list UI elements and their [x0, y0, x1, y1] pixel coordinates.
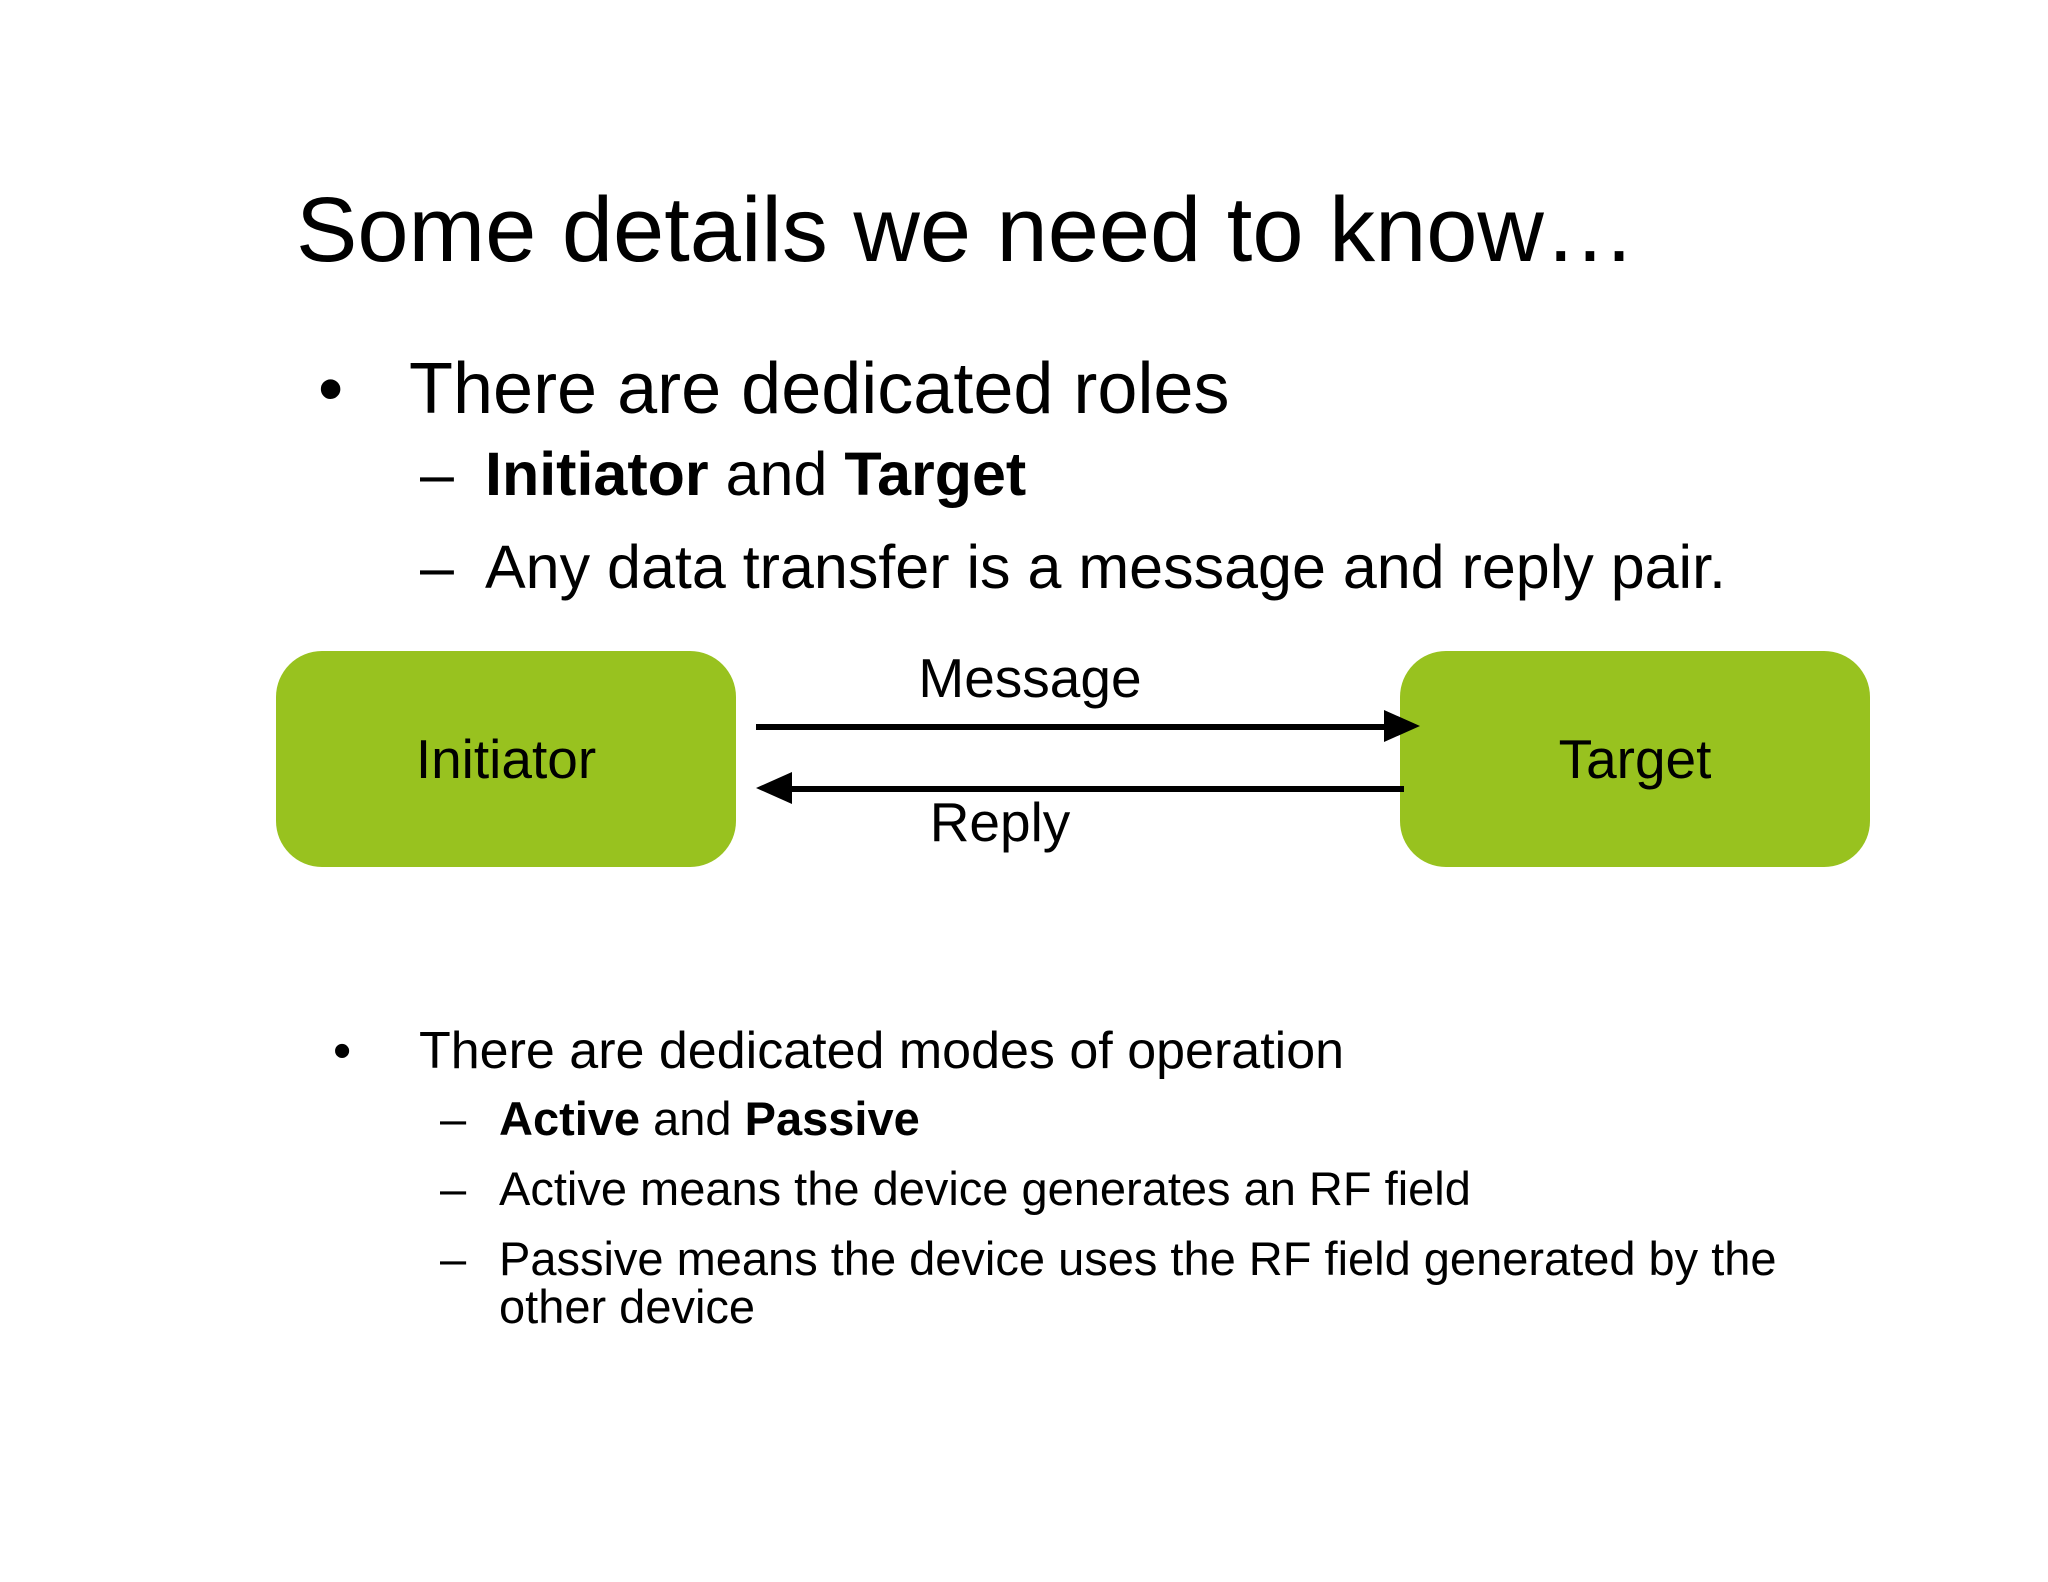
reply-arrowhead-left-icon — [756, 772, 792, 804]
and-connector: and — [708, 440, 845, 508]
message-arrow-label: Message — [918, 647, 1142, 709]
initiator-term: Initiator — [485, 440, 709, 508]
dash-marker: – — [440, 1232, 467, 1285]
bullet-modes-of-operation: • There are dedicated modes of operation — [333, 1022, 1344, 1082]
subbullet-text: Any data transfer is a message and reply… — [485, 533, 1726, 601]
passive-term: Passive — [744, 1092, 920, 1145]
bullet-marker: • — [333, 1022, 352, 1080]
dash-marker: – — [440, 1162, 467, 1215]
target-box-label: Target — [1558, 728, 1712, 790]
subbullet-data-transfer: – Any data transfer is a message and rep… — [420, 532, 1726, 602]
dash-marker: – — [440, 1092, 467, 1145]
subbullet-text: Passive means the device uses the RF fie… — [499, 1232, 1777, 1333]
subbullet-text: Active means the device generates an RF … — [499, 1162, 1471, 1215]
reply-arrow-label: Reply — [929, 791, 1071, 853]
subbullet-active-passive: – Active and Passive — [440, 1092, 920, 1146]
and-connector: and — [640, 1092, 745, 1145]
dash-marker: – — [420, 533, 454, 601]
initiator-box: Initiator — [276, 651, 736, 867]
bullet-text: There are dedicated roles — [409, 349, 1230, 429]
slide-title: Some details we need to know… — [296, 179, 1636, 281]
target-term: Target — [844, 440, 1027, 508]
bullet-marker: • — [318, 349, 344, 429]
message-arrowhead-right-icon — [1384, 710, 1420, 742]
active-term: Active — [499, 1092, 641, 1145]
bullet-dedicated-roles: • There are dedicated roles — [318, 348, 1229, 431]
bullet-text: There are dedicated modes of operation — [419, 1022, 1345, 1080]
dash-marker: – — [420, 440, 454, 508]
subbullet-text: Active and Passive — [499, 1092, 920, 1146]
message-arrow-line — [756, 724, 1386, 730]
reply-arrow-line — [792, 786, 1404, 792]
subbullet-initiator-target: – Initiator and Target — [420, 439, 1026, 509]
subbullet-passive-meaning: – Passive means the device uses the RF f… — [440, 1235, 1829, 1331]
target-box: Target — [1400, 651, 1870, 867]
initiator-box-label: Initiator — [415, 728, 597, 790]
subbullet-active-meaning: – Active means the device generates an R… — [440, 1162, 1471, 1216]
subbullet-text: Initiator and Target — [485, 439, 1026, 509]
